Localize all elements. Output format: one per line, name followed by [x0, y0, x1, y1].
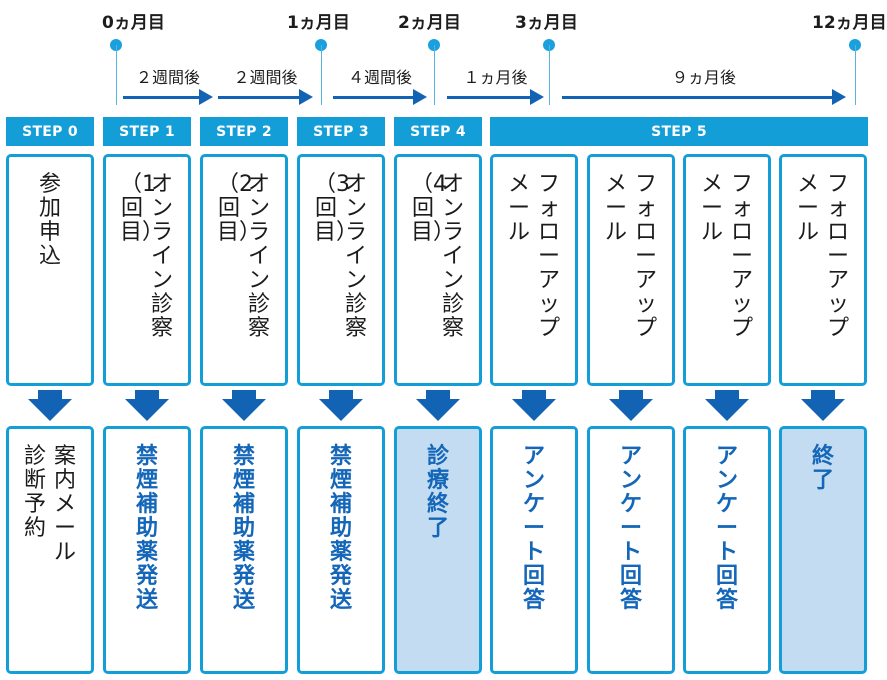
interval-label: １ヵ月後: [463, 68, 528, 87]
month-label: 2ヵ月目: [398, 13, 461, 33]
box-text: オンライン診察: [247, 172, 270, 341]
outcome-box: アンケート回答: [587, 426, 675, 674]
down-arrow-stem: [232, 390, 256, 400]
down-arrow-icon: [222, 399, 266, 421]
down-arrow-icon: [512, 399, 556, 421]
step-label: STEP 1: [103, 117, 191, 146]
arrowhead-icon: [299, 89, 313, 105]
box-text: （3回目）: [314, 172, 359, 245]
outcome-box: 終 了: [779, 426, 867, 674]
box-text: フォローアップ: [634, 172, 657, 341]
box-text: （1回目）: [120, 172, 165, 245]
box-text: （4回目）: [411, 172, 456, 245]
outcome-box: 禁煙補助薬 発送: [200, 426, 288, 674]
month-label: 1ヵ月目: [287, 13, 350, 33]
interval-label: ９ヵ月後: [671, 68, 736, 87]
box-text: 禁煙補助薬 発送: [232, 444, 255, 613]
box-text: 診療終了: [426, 444, 449, 541]
box-text: 終 了: [811, 444, 834, 493]
down-arrow-stem: [619, 390, 643, 400]
down-arrow-icon: [125, 399, 169, 421]
down-arrow-icon: [609, 399, 653, 421]
step-box: オンライン診察（4回目）: [394, 154, 482, 386]
outcome-box: アンケート回答: [490, 426, 578, 674]
box-text: アンケート回答: [619, 444, 642, 613]
down-arrow-stem: [522, 390, 546, 400]
interval-label: ４週間後: [347, 68, 412, 87]
down-arrow-stem: [329, 390, 353, 400]
box-text: アンケート回答: [715, 444, 738, 613]
interval-arrow: [218, 96, 301, 99]
timeline-guide: [321, 45, 322, 105]
box-text: メール: [700, 172, 723, 245]
step-box: オンライン診察（3回目）: [297, 154, 385, 386]
box-text: 参加申込: [38, 172, 61, 269]
box-text: フォローアップ: [537, 172, 560, 341]
outcome-box: 診療終了: [394, 426, 482, 674]
timeline-guide: [549, 45, 550, 105]
interval-arrow: [123, 96, 201, 99]
box-text: メール: [507, 172, 530, 245]
box-text: フォローアップ: [730, 172, 753, 341]
box-text: オンライン診察: [150, 172, 173, 341]
interval-arrow: [447, 96, 532, 99]
month-label: 12ヵ月目: [812, 13, 887, 33]
step-label: STEP 5: [490, 117, 868, 146]
step-box: オンライン診察（1回目）: [103, 154, 191, 386]
interval-label: ２週間後: [135, 68, 200, 87]
down-arrow-icon: [801, 399, 845, 421]
box-text: 診断予約: [23, 444, 46, 541]
step-box: フォローアップメール: [779, 154, 867, 386]
box-text: フォローアップ: [826, 172, 849, 341]
step-box: フォローアップメール: [490, 154, 578, 386]
box-text: メール: [796, 172, 819, 245]
arrowhead-icon: [413, 89, 427, 105]
box-text: メール: [604, 172, 627, 245]
interval-arrow: [333, 96, 415, 99]
down-arrow-icon: [416, 399, 460, 421]
step-box: フォローアップメール: [683, 154, 771, 386]
box-text: 禁煙補助薬 発送: [329, 444, 352, 613]
arrowhead-icon: [530, 89, 544, 105]
timeline-guide: [116, 45, 117, 105]
arrowhead-icon: [199, 89, 213, 105]
box-text: 案内メール: [53, 444, 76, 565]
outcome-box: アンケート回答: [683, 426, 771, 674]
step-label: STEP 4: [394, 117, 482, 146]
down-arrow-stem: [811, 390, 835, 400]
timeline-guide: [434, 45, 435, 105]
down-arrow-stem: [715, 390, 739, 400]
month-label: 3ヵ月目: [515, 13, 578, 33]
down-arrow-stem: [135, 390, 159, 400]
interval-arrow: [562, 96, 834, 99]
step-box: フォローアップメール: [587, 154, 675, 386]
step-box: 参加申込: [6, 154, 94, 386]
box-text: アンケート回答: [522, 444, 545, 613]
outcome-box: 禁煙補助薬 発送: [103, 426, 191, 674]
step-label: STEP 2: [200, 117, 288, 146]
down-arrow-stem: [426, 390, 450, 400]
box-text: オンライン診察: [441, 172, 464, 341]
step-label: STEP 0: [6, 117, 94, 146]
arrowhead-icon: [832, 89, 846, 105]
month-label: 0ヵ月目: [102, 13, 165, 33]
timeline-guide: [855, 45, 856, 105]
down-arrow-stem: [38, 390, 62, 400]
box-text: オンライン診察: [344, 172, 367, 341]
down-arrow-icon: [319, 399, 363, 421]
down-arrow-icon: [705, 399, 749, 421]
down-arrow-icon: [28, 399, 72, 421]
step-box: オンライン診察（2回目）: [200, 154, 288, 386]
step-label: STEP 3: [297, 117, 385, 146]
box-text: 禁煙補助薬 発送: [135, 444, 158, 613]
box-text: （2回目）: [217, 172, 262, 245]
outcome-box: 禁煙補助薬 発送: [297, 426, 385, 674]
outcome-box: 案内メール診断予約: [6, 426, 94, 674]
interval-label: ２週間後: [233, 68, 298, 87]
